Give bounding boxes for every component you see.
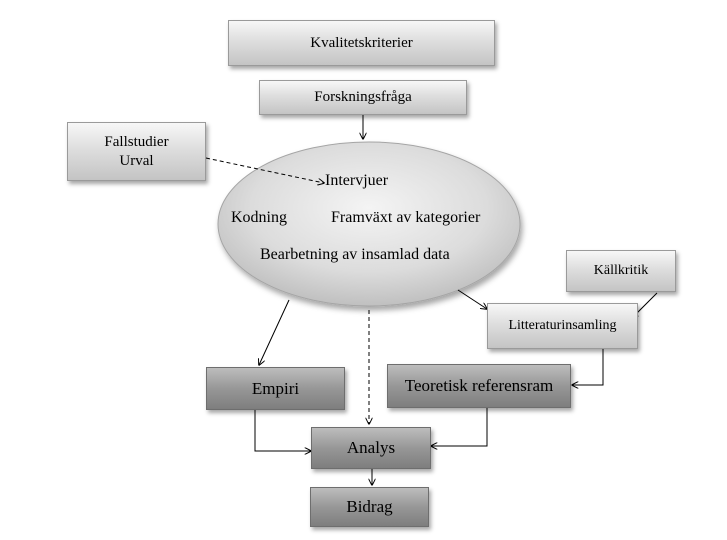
node-empiri-label: Empiri bbox=[251, 378, 300, 398]
node-teoretisk-referensram: Teoretisk referensram bbox=[387, 364, 571, 408]
arrow-ellipse-to-litteraturinsamling bbox=[457, 289, 487, 309]
ellipse-framvaxt-av-kategorier: Framväxt av kategorier bbox=[331, 209, 481, 226]
node-urval-label: Urval bbox=[119, 152, 154, 169]
process-ellipse bbox=[217, 141, 521, 307]
node-litteraturinsamling: Litteraturinsamling bbox=[487, 303, 638, 349]
node-empiri: Empiri bbox=[206, 367, 345, 410]
arrow-ellipse-to-empiri bbox=[259, 299, 290, 365]
node-forskningsfraga: Forskningsfråga bbox=[259, 80, 467, 115]
ellipse-intervjuer: Intervjuer bbox=[325, 172, 389, 189]
node-bidrag-label: Bidrag bbox=[346, 497, 393, 517]
arrow-litteraturinsamling-to-teoretisk bbox=[572, 349, 604, 385]
node-fallstudier-label: Fallstudier bbox=[104, 133, 169, 150]
node-analys: Analys bbox=[311, 427, 431, 469]
node-bidrag: Bidrag bbox=[310, 487, 429, 527]
node-kvalitetskriterier: Kvalitetskriterier bbox=[228, 20, 495, 66]
node-kallkritik-label: Källkritik bbox=[593, 263, 649, 279]
node-analys-label: Analys bbox=[346, 438, 396, 458]
node-litteraturinsamling-label: Litteraturinsamling bbox=[508, 318, 617, 334]
node-teoretisk-label: Teoretisk referensram bbox=[404, 376, 554, 396]
ellipse-kodning: Kodning bbox=[231, 209, 287, 226]
arrow-fallstudier-to-intervjuer bbox=[205, 157, 324, 183]
node-fallstudier-urval: Fallstudier Urval bbox=[67, 122, 206, 181]
arrow-empiri-to-analys bbox=[254, 410, 311, 451]
node-forskningsfraga-label: Forskningsfråga bbox=[314, 89, 412, 106]
node-kvalitetskriterier-label: Kvalitetskriterier bbox=[310, 34, 413, 51]
node-kallkritik: Källkritik bbox=[566, 250, 676, 292]
ellipse-bearbetning: Bearbetning av insamlad data bbox=[260, 246, 450, 263]
arrow-teoretisk-to-analys bbox=[431, 408, 488, 446]
